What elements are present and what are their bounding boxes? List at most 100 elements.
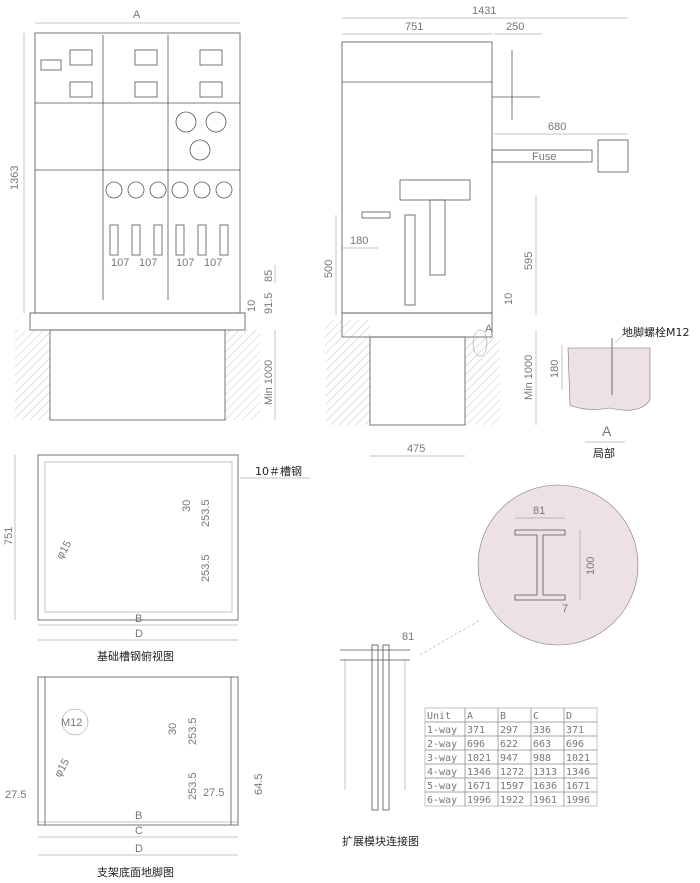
dim-81: 81 (533, 505, 545, 517)
dim-180: 180 (549, 360, 561, 378)
front-view: A 1363 107 107 107 107 85 91.5 10 Min 10… (9, 9, 276, 421)
detail-marker: A (485, 323, 493, 335)
detail-marker: A (602, 423, 612, 439)
table-cell: 1597 (500, 781, 524, 792)
table-cell: 663 (533, 739, 551, 750)
table-cell: 1922 (500, 795, 524, 806)
cabinet-side (341, 41, 493, 314)
table-header: B (500, 711, 506, 722)
table-cell: 1313 (533, 767, 557, 778)
dim-180: 180 (350, 235, 368, 247)
foundation-plan: 751 10＃槽钢 30 253.5 253.5 φ15 B D 基础槽钢俯视图 (3, 454, 310, 663)
dim-81: 81 (402, 631, 414, 643)
plinth (29, 312, 246, 331)
table-cell: 371 (467, 725, 485, 736)
dim-100: 100 (585, 557, 597, 575)
table-cell: 1021 (566, 753, 590, 764)
dim-d: D (135, 628, 143, 640)
table-cell: 622 (500, 739, 518, 750)
dim-10: 10 (503, 293, 515, 305)
support-plan: M12 φ15 30 253.5 253.5 27.5 27.5 64.5 B … (5, 676, 265, 879)
table-cell: 2-way (427, 739, 457, 750)
dim-107: 107 (176, 257, 194, 269)
table-cell: 696 (467, 739, 485, 750)
fuse-label: Fuse (532, 151, 556, 163)
dim-min-1000: Min 1000 (263, 360, 275, 405)
cabinet-body (34, 32, 241, 314)
dim-253-5: 253.5 (200, 499, 212, 527)
dim-30: 30 (181, 500, 193, 512)
dim-253-5: 253.5 (187, 772, 199, 800)
table-cell: 947 (500, 753, 518, 764)
table-cell: 1-way (427, 725, 457, 736)
table-cell: 297 (500, 725, 518, 736)
dim-min-1000: Min 1000 (523, 355, 535, 400)
table-cell: 1671 (566, 781, 590, 792)
dim-107: 107 (204, 257, 222, 269)
dim-1431: 1431 (472, 5, 496, 17)
dim-height: 1363 (9, 166, 21, 190)
side-view: 1431 751 250 680 Fuse 180 500 595 10 A M… (323, 5, 629, 457)
table-cell: 1996 (467, 795, 491, 806)
channel-label: 10＃槽钢 (255, 465, 302, 478)
table-cell: 988 (533, 753, 551, 764)
hole-dia: φ15 (54, 539, 74, 562)
anchor-bolt-label: 地脚螺栓M12 (622, 325, 690, 339)
hole-dia: φ15 (52, 757, 72, 780)
table-header: D (566, 711, 572, 722)
table-cell: 1961 (533, 795, 557, 806)
dim-107: 107 (139, 257, 157, 269)
dim-7: 7 (562, 603, 568, 615)
table-cell: 336 (533, 725, 551, 736)
detail-a: 地脚螺栓M12 180 A 局部 (549, 325, 690, 460)
dim-91-5: 91.5 (263, 293, 275, 314)
extension-connection: 81 扩展模块连接图 (340, 631, 419, 848)
dim-107: 107 (111, 257, 129, 269)
bolt-label: M12 (61, 717, 82, 729)
table-cell: 1346 (467, 767, 491, 778)
dim-85: 85 (263, 270, 275, 282)
dim-751: 751 (405, 21, 423, 33)
dim-a: A (133, 9, 141, 21)
caption: 支架底面地脚图 (97, 865, 174, 879)
dim-595: 595 (523, 252, 535, 270)
caption: 基础槽钢俯视图 (97, 649, 174, 663)
dim-27-5: 27.5 (203, 787, 224, 799)
table-header: C (533, 711, 539, 722)
dim-b: B (135, 613, 142, 625)
detail-caption: 局部 (593, 446, 615, 460)
dim-250: 250 (506, 21, 524, 33)
table-header: A (467, 711, 473, 722)
ibeam-detail: 81 100 7 (419, 484, 639, 656)
caption: 扩展模块连接图 (342, 834, 419, 848)
dim-253-5: 253.5 (187, 717, 199, 745)
dim-680: 680 (548, 121, 566, 133)
table-cell: 1021 (467, 753, 491, 764)
fuse-holder (491, 149, 593, 163)
table-cell: 1671 (467, 781, 491, 792)
dim-27-5: 27.5 (5, 789, 26, 801)
dim-253-5: 253.5 (200, 554, 212, 582)
dim-500: 500 (323, 260, 335, 278)
table-cell: 1996 (566, 795, 590, 806)
table-cell: 1636 (533, 781, 557, 792)
table-cell: 5-way (427, 781, 457, 792)
dim-30: 30 (167, 723, 179, 735)
cable-pit (49, 329, 226, 421)
table-cell: 3-way (427, 753, 457, 764)
table-header: Unit (427, 711, 451, 722)
dim-10: 10 (246, 300, 258, 312)
table-cell: 1272 (500, 767, 524, 778)
dim-475: 475 (407, 443, 425, 455)
dim-751: 751 (3, 527, 15, 545)
dim-c: C (135, 825, 143, 837)
table-cell: 1346 (566, 767, 590, 778)
table-cell: 6-way (427, 795, 457, 806)
table-cell: 696 (566, 739, 584, 750)
dim-d: D (135, 843, 143, 855)
table-cell: 4-way (427, 767, 457, 778)
dim-b: B (135, 810, 142, 822)
bushings (105, 181, 233, 256)
